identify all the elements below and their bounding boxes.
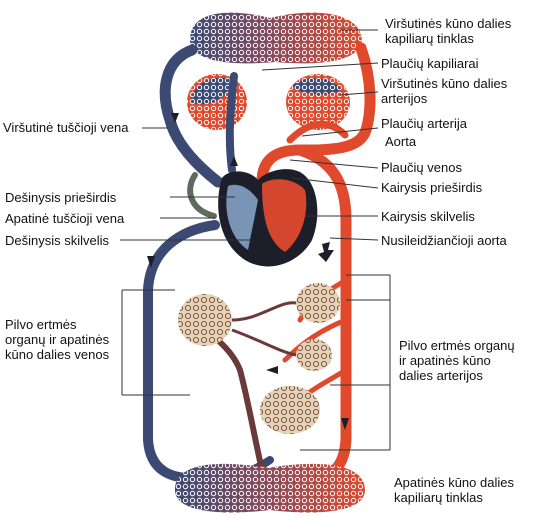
descending-arrow bbox=[318, 242, 334, 262]
lower-capillary-network bbox=[175, 463, 365, 513]
abdominal-capillaries bbox=[178, 283, 340, 434]
aorta-label: Aorta bbox=[385, 134, 417, 149]
left-atrium-label: Kairysis prieširdis bbox=[381, 180, 483, 195]
left-ventricle-label: Kairysis skilvelis bbox=[381, 209, 475, 224]
pulmonary-veins-label: Plaučių venos bbox=[381, 160, 462, 175]
up-arrow-mid bbox=[230, 156, 238, 166]
lung-capillaries bbox=[187, 74, 350, 130]
right-ventricle-label: Dešinysis skilvelis bbox=[5, 233, 110, 248]
abdominal-veins-label: Pilvo ertmės organų ir apatinės kūno dal… bbox=[5, 317, 109, 362]
abdominal-arteries-label: Pilvo ertmės organų ir apatinės kūno dal… bbox=[399, 338, 515, 383]
down-arrow-lower bbox=[341, 418, 349, 430]
upper-arteries-label-line2: arterijos bbox=[381, 91, 428, 106]
superior-vena-cava-label: Viršutinė tuščioji vena bbox=[3, 120, 129, 135]
upper-capillaries-label: Viršutinės kūno dalies kapiliarų tinklas bbox=[385, 16, 511, 46]
left-arrow-abdomen bbox=[266, 366, 278, 374]
pulmonary-artery-label: Plaučių arterija bbox=[381, 116, 467, 131]
lung-capillaries-label: Plaučių kapiliarai bbox=[381, 56, 479, 71]
lower-capillaries-label: Apatinės kūno dalies kapiliarų tinklas bbox=[394, 475, 514, 505]
upper-capillary-network bbox=[190, 12, 362, 64]
abdominal-veins-label-line3: kūno dalies venos bbox=[5, 347, 110, 362]
upper-arteries-label-line1: Viršutinės kūno dalies bbox=[381, 76, 508, 91]
descending-aorta-label: Nusileidžiančioji aorta bbox=[381, 233, 507, 248]
abdominal-veins-label-line2: organų ir apatinės bbox=[5, 332, 110, 347]
right-atrium-label: Dešinysis prieširdis bbox=[5, 190, 117, 205]
abdominal-arteries-label-line1: Pilvo ertmės organų bbox=[399, 338, 515, 353]
abdominal-arteries-label-line2: ir apatinės kūno bbox=[399, 353, 491, 368]
leader-lines bbox=[120, 29, 391, 451]
heart bbox=[218, 169, 318, 267]
upper-capillaries-label-line2: kapiliarų tinklas bbox=[385, 31, 474, 46]
lower-capillaries-label-line2: kapiliarų tinklas bbox=[394, 490, 483, 505]
lower-capillaries-label-line1: Apatinės kūno dalies bbox=[394, 475, 514, 490]
flow-arrows bbox=[147, 113, 349, 430]
inferior-vena-cava-label: Apatinė tuščioji vena bbox=[5, 211, 125, 226]
abdominal-arteries-label-line3: dalies arterijos bbox=[399, 368, 483, 383]
upper-capillaries-label-line1: Viršutinės kūno dalies bbox=[385, 16, 512, 31]
upper-arteries-label: Viršutinės kūno dalies arterijos bbox=[381, 76, 507, 106]
up-arrow-left bbox=[171, 113, 179, 123]
abdominal-veins-label-line1: Pilvo ertmės bbox=[5, 317, 77, 332]
ascending-arrow bbox=[147, 256, 155, 268]
